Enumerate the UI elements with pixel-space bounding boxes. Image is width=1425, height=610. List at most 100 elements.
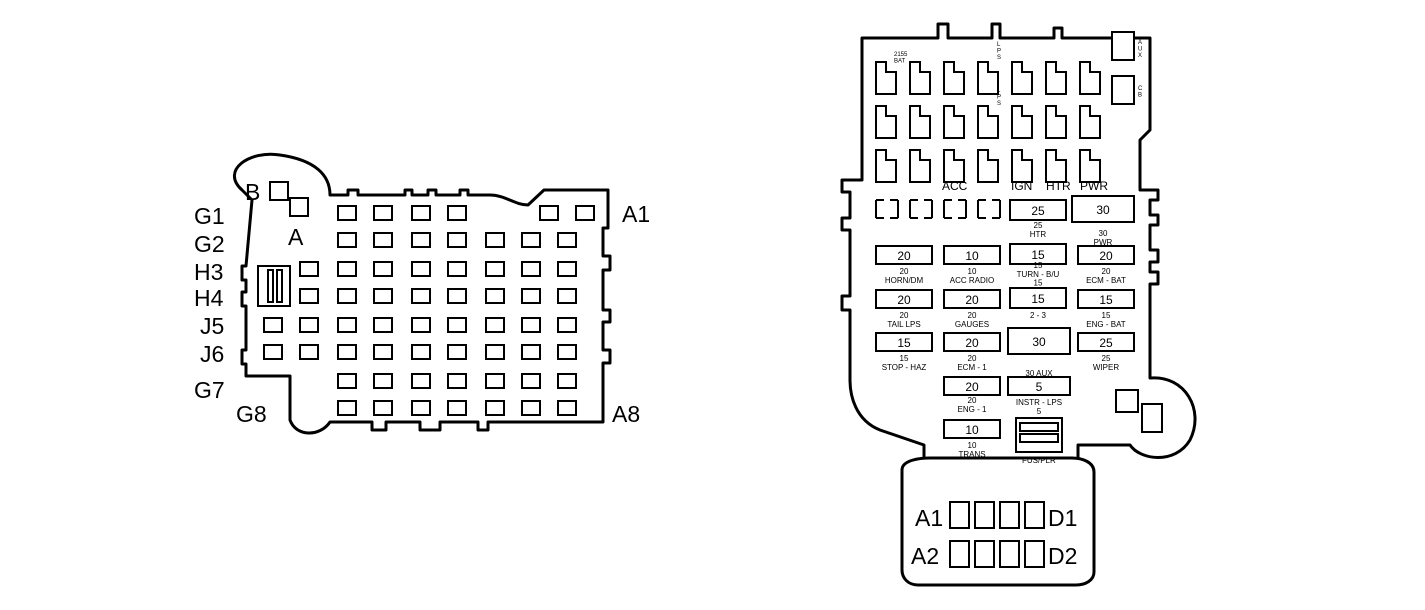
fuse-value-ecmbat: 20 [1099, 249, 1113, 263]
label-ign: IGN [1011, 179, 1032, 193]
bottom-connector-terminals [949, 501, 1045, 568]
connector-terminal [999, 540, 1020, 568]
fuse-value-instr: 5 [1036, 380, 1043, 394]
terminal-cavity [337, 261, 357, 277]
fuse-value-wiper: 25 [1099, 336, 1113, 350]
connector-terminal [949, 501, 970, 529]
connector-terminal [1024, 501, 1045, 529]
relay-cavity [943, 105, 965, 139]
fuse-value-horn: 20 [897, 249, 911, 263]
terminal-cavity [447, 205, 467, 221]
connector-label-d2: D2 [1048, 543, 1077, 569]
terminal-cavity [557, 373, 577, 389]
empty-fuse-slot [875, 199, 899, 219]
terminal-cavity [337, 232, 357, 248]
terminal-cavity [411, 261, 431, 277]
terminal-cavity [557, 288, 577, 304]
terminal-cavity [557, 344, 577, 360]
fuse-puller [1015, 417, 1063, 453]
row-label-g2: G2 [194, 231, 225, 257]
fuse-puller-slot [1019, 433, 1059, 443]
connector-terminal [974, 501, 995, 529]
relay-cavity [1011, 61, 1033, 95]
label-acc: ACC [942, 179, 968, 193]
terminal-cavity [447, 317, 467, 333]
terminal-cavity [337, 288, 357, 304]
terminal-cavity [521, 317, 541, 333]
fuse-value-stop: 15 [897, 336, 911, 350]
fuse-value-23: 15 [1031, 292, 1045, 306]
terminal-cavity [447, 288, 467, 304]
terminal-cavity [411, 317, 431, 333]
relay-cavity [977, 149, 999, 183]
terminal-cavity [411, 288, 431, 304]
terminal-cavity [557, 232, 577, 248]
fuse-value-eng1: 20 [965, 380, 979, 394]
relay-cavity [1045, 105, 1067, 139]
terminal-cavity [373, 344, 393, 360]
terminal-cavity [521, 232, 541, 248]
terminal-cavity [299, 317, 319, 333]
terminal-cavity [575, 205, 595, 221]
relay-cavity [977, 61, 999, 95]
fuse-turn [1009, 243, 1067, 265]
terminal-cavity [447, 261, 467, 277]
terminal-cavity [447, 232, 467, 248]
terminal-cavity [485, 232, 505, 248]
connector-b-cell [269, 181, 289, 201]
terminal-cavity [485, 288, 505, 304]
terminal-cavity [373, 232, 393, 248]
relay-cavity [909, 149, 931, 183]
terminal-cavity [447, 344, 467, 360]
fuse-horn [875, 245, 933, 265]
row-label-g7: G7 [194, 377, 225, 403]
terminal-cavity [521, 288, 541, 304]
fuse-desc-aux30: 30 AUX [1025, 369, 1053, 378]
relay-cavity [1079, 149, 1101, 183]
connector-label-a: A [288, 224, 304, 250]
terminal-cavity [373, 288, 393, 304]
fuse-eng1 [943, 376, 1001, 396]
relay-cavity [1011, 105, 1033, 139]
row-label-g8: G8 [236, 401, 267, 427]
fuse-wiper [1077, 332, 1135, 352]
terminal-cavity [485, 400, 505, 416]
row-label-j5: J5 [200, 313, 224, 339]
fuse-engbat [1077, 289, 1135, 309]
terminal-cavity [263, 344, 283, 360]
cavity-square [1115, 389, 1139, 413]
terminal-cavity [411, 232, 431, 248]
row-label-j6: J6 [200, 341, 224, 367]
relay-cavity [943, 149, 965, 183]
fuse-value-trans: 10 [965, 423, 979, 437]
terminal-cavity [373, 317, 393, 333]
terminal-cavity [411, 344, 431, 360]
terminal-cavity [373, 400, 393, 416]
connector-terminal [999, 501, 1020, 529]
relay-cavity [1079, 61, 1101, 95]
terminal-cavity [299, 288, 319, 304]
fuse-23 [1009, 287, 1067, 309]
fuse-radio [943, 245, 1001, 265]
terminal-cavity [411, 400, 431, 416]
fuse-puller-slot [1019, 422, 1059, 432]
relay-cavity [977, 105, 999, 139]
fuse-value-tail: 20 [897, 293, 911, 307]
terminal-cavity [299, 261, 319, 277]
terminal-cavity [521, 261, 541, 277]
fuse-pwr30 [1071, 195, 1135, 223]
